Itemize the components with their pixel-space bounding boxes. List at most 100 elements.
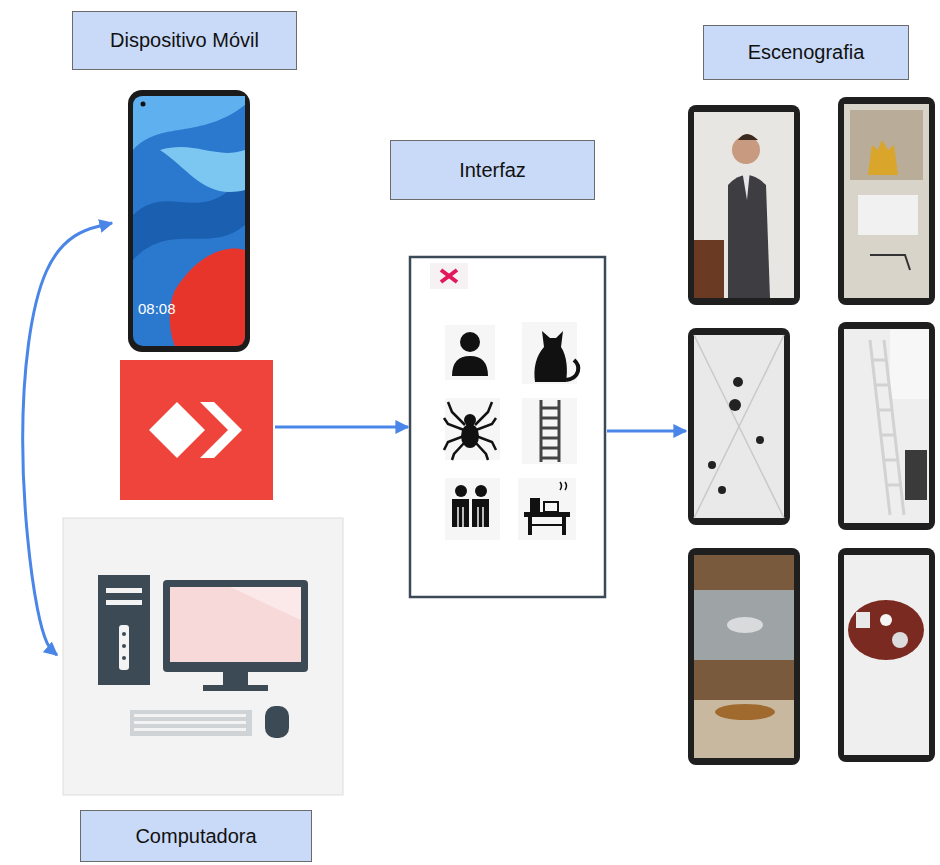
- scenography-photos-part: [870, 255, 910, 270]
- scenography-photos-part: [742, 170, 750, 200]
- scenography-photos-part-part: [875, 384, 889, 387]
- scenography-photos-part-part: [729, 399, 741, 411]
- scenography-photos-part: [850, 110, 923, 180]
- scenography-photos-part: [688, 548, 800, 765]
- scenography-photos-part: [694, 335, 784, 518]
- interface-panel-part: [460, 332, 480, 352]
- interface-panel-part: [455, 485, 467, 497]
- scenography-photos: [688, 97, 935, 765]
- scenography-photos-part: [694, 112, 794, 298]
- scenography-photos-part-part: [887, 484, 901, 487]
- interface-panel-part-part: [518, 478, 576, 540]
- interface-panel-part: [475, 485, 487, 497]
- computer-illustration-part: [122, 644, 126, 648]
- scenography-photos-part: [844, 104, 929, 298]
- computer-illustration-part: [122, 632, 126, 636]
- diagram-part: Escenografia: [688, 97, 935, 765]
- diagram-part: Dispositivo Móvil: [120, 83, 273, 500]
- anydesk-logo-part: [149, 402, 205, 458]
- interface-panel-part-part: [452, 442, 465, 460]
- diagram-part: Computadora: [63, 518, 343, 795]
- interface-panel-part: [452, 356, 488, 376]
- interface-panel-part: [410, 257, 605, 597]
- scenography-photos-part: [715, 704, 775, 720]
- computer-illustration-part: [98, 575, 150, 685]
- interface-panel-part-part: [522, 322, 577, 384]
- scenography-photos-part-part: [733, 377, 743, 387]
- scenography-photos-part: [738, 134, 758, 140]
- scenography-photos-part-part: [872, 359, 886, 362]
- scenography-photos-part-part: [884, 459, 898, 462]
- computer-illustration-part: [119, 625, 129, 670]
- anydesk-logo-part: [120, 360, 273, 500]
- interface-panel-part-part: [476, 418, 496, 430]
- interface-panel-part-part: [445, 398, 500, 460]
- interface-panel-part-part: [475, 442, 488, 460]
- interface-panel-part-part: [541, 447, 559, 450]
- scenography-photos-part: [694, 700, 794, 758]
- computer-illustration-part: [223, 672, 248, 686]
- scenography-photos-part: [708, 377, 764, 494]
- scenography-photos-part: [892, 632, 908, 648]
- interface-panel-part-part: [482, 507, 484, 527]
- scenography-photos-part: [694, 555, 794, 758]
- interface-panel-part-part: [448, 402, 465, 425]
- scenography-photos-part: [688, 328, 790, 525]
- computer-illustration-part: [106, 600, 142, 605]
- scenography-photos-part: [856, 612, 870, 628]
- scenography-photos-part-part: [694, 335, 784, 518]
- interface-panel-part: [562, 517, 566, 535]
- interface-panel-part-part: [457, 507, 459, 527]
- phone-illustration-part: [133, 96, 245, 346]
- scenography-photos-part-part: [881, 434, 895, 437]
- computer-illustration-part: [265, 706, 289, 738]
- phone-illustration-part: [128, 90, 250, 352]
- interface-panel-part: [544, 502, 558, 512]
- computer-illustration-part: [170, 587, 301, 662]
- interface-panel-part: [528, 524, 562, 526]
- scenography-photos-part-part: [694, 335, 784, 518]
- phone-illustration: [128, 90, 250, 352]
- scenography-photos-part: [844, 555, 929, 755]
- computer-illustration-part: [130, 710, 252, 736]
- scenography-photos-part: [905, 450, 927, 500]
- interface-panel-part-part: [541, 427, 559, 430]
- scenography-photos-part: [844, 329, 929, 523]
- scenography-photos-part: [694, 240, 724, 298]
- interface-panel-part-part: [522, 398, 577, 464]
- interface-panel-part-part: [541, 457, 559, 460]
- interface-panel-part-part: [541, 407, 559, 410]
- computer-illustration-part: [163, 580, 308, 672]
- interface-panel-part: [445, 322, 577, 540]
- scenography-photos-part: [838, 322, 935, 530]
- scenography-photos-part: [838, 548, 935, 762]
- phone-illustration-part: [170, 248, 245, 346]
- anydesk-logo: [120, 360, 273, 500]
- flow-arrow: [23, 223, 112, 655]
- scenography-photos-part-part: [878, 409, 892, 412]
- interface-panel-part: [430, 263, 468, 289]
- scenography-photos-part-part: [708, 461, 716, 469]
- computer-illustration-part-part: [134, 728, 246, 731]
- scenography-photos-part-part: [756, 436, 764, 444]
- phone-illustration-part: [141, 102, 146, 107]
- anydesk-logo-part: [200, 402, 242, 458]
- scenography-photos-part: [880, 614, 892, 626]
- section-heading: Computadora: [80, 810, 312, 862]
- interface-panel-part-part: [445, 478, 500, 540]
- scenography-photos-part: [727, 617, 763, 633]
- scenography-photos-part-part: [884, 340, 904, 515]
- interface-panel-part: [452, 499, 469, 527]
- computer-illustration: [63, 518, 343, 795]
- computer-illustration-part: [134, 714, 246, 731]
- interface-panel-part: [441, 270, 457, 282]
- scenography-photos-part: [694, 335, 784, 518]
- interface-panel-part: [444, 402, 496, 460]
- interface-panel-part: [541, 400, 559, 462]
- interface-panel-part: [560, 482, 567, 490]
- computer-illustration-part: [230, 587, 301, 620]
- interface-panel-part-part: [475, 402, 492, 425]
- screen-clock: 08:08: [138, 300, 176, 317]
